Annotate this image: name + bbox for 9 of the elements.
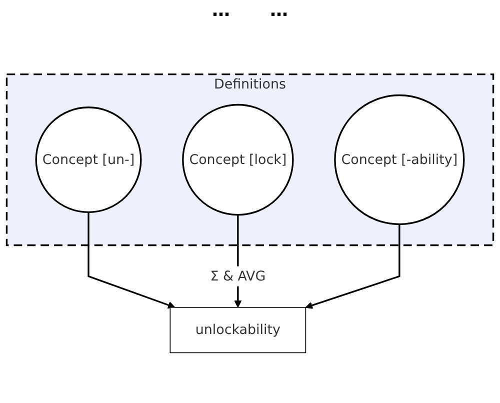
arrow [305, 224, 400, 309]
arrow [88, 212, 176, 309]
ellipsis-text: … [270, 0, 288, 23]
ellipsis-text: … [212, 0, 230, 23]
node-box: unlockability [170, 306, 306, 354]
node-circle: Concept [lock] [182, 104, 294, 216]
node-circle: Concept [un-] [35, 106, 142, 213]
node-circle: Concept [-ability] [334, 94, 465, 226]
edge-label: Σ & AVG [210, 268, 266, 284]
